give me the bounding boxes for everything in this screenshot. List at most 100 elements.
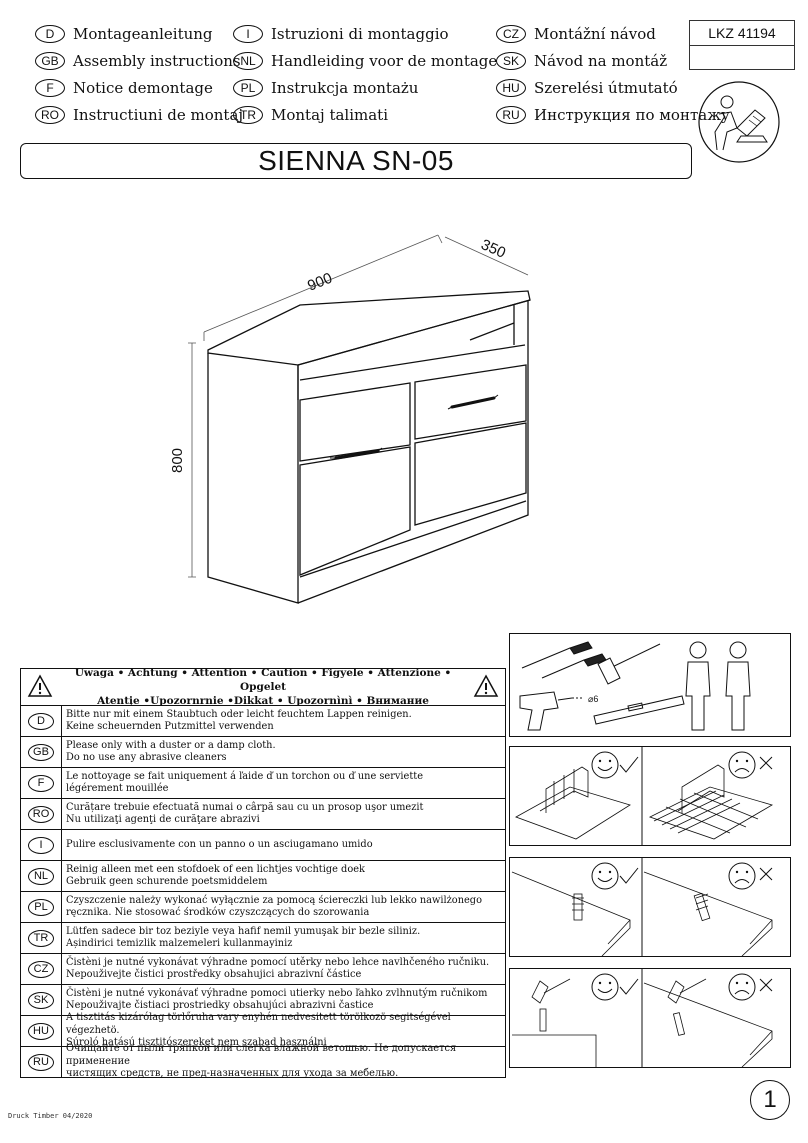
- warning-triangle-icon: [473, 674, 499, 697]
- read-manual-icon: [698, 81, 780, 163]
- warning-line-2: Do no use any abrasive cleaners: [66, 752, 227, 763]
- language-item-pl: PL Instrukcja montażu: [233, 74, 497, 101]
- warning-triangle-icon: [27, 674, 53, 697]
- language-label: Szerelési útmutató: [534, 78, 678, 97]
- language-code-badge: CZ: [496, 24, 526, 43]
- warning-line-2: Nepouživajte čistiaci prostriedky obsahu…: [66, 1000, 374, 1011]
- warning-code-cell: PL: [21, 892, 62, 922]
- reference-number: LKZ 41194: [690, 21, 794, 46]
- language-code-badge: NL: [233, 51, 263, 70]
- warning-line-1: Czyszczenie należy wykonać wyłącznie za …: [66, 894, 482, 906]
- cabinet-illustration: 900 350 800: [169, 234, 531, 604]
- warning-code-cell: NL: [21, 861, 62, 891]
- language-code-badge: RO: [28, 805, 54, 823]
- dimension-depth: 350: [478, 236, 508, 262]
- language-code-badge: TR: [233, 105, 263, 124]
- print-info: Druck Timber 04/2020: [8, 1112, 93, 1120]
- warning-line-2: Nepouživejte čistici prostředky obsahuji…: [66, 969, 362, 980]
- dimension-height: 800: [169, 448, 186, 473]
- warning-row-f: F Le nottoyage se fait uniquement á ľaide…: [21, 768, 505, 799]
- language-code-badge: I: [28, 836, 54, 854]
- language-code-badge: GB: [28, 743, 54, 761]
- language-code-badge: GB: [35, 51, 65, 70]
- drill-bit-label: ⌀6: [588, 694, 598, 704]
- language-label: Assembly instructions: [73, 51, 241, 70]
- language-code-badge: D: [35, 24, 65, 43]
- warning-line-1: Bitte nur mit einem Staubtuch oder leich…: [66, 708, 412, 720]
- language-label: Инструкция по монтажу: [534, 105, 730, 124]
- checkmark-icon: [619, 756, 639, 773]
- language-label: Montageanleitung: [73, 24, 213, 43]
- warning-line-1: A tisztitás kizárólag törlőruha vary eny…: [66, 1012, 451, 1036]
- warning-line-1: Очищайте от пыли тряпкой или слегка влаж…: [66, 1043, 457, 1067]
- floor-protection-panel: [509, 746, 791, 846]
- language-code-badge: I: [233, 24, 263, 43]
- warning-line-2: Nu utilizaţi agenţi de curăţare abrazivi: [66, 814, 260, 825]
- language-code-badge: NL: [28, 867, 54, 885]
- warning-code-cell: RO: [21, 799, 62, 829]
- warning-text: Lütfen sadece bir toz beziyle veya hafif…: [62, 923, 420, 953]
- tools-panel: ⌀6: [509, 633, 791, 737]
- language-label: Instrukcja montażu: [271, 78, 419, 97]
- language-item-gb: GB Assembly instructions: [35, 47, 243, 74]
- warning-line-1: Please only with a duster or a damp clot…: [66, 739, 276, 751]
- warning-row-gb: GB Please only with a duster or a damp cl…: [21, 737, 505, 768]
- language-code-badge: SK: [28, 991, 54, 1009]
- language-item-f: F Notice demontage: [35, 74, 243, 101]
- language-label: Istruzioni di montaggio: [271, 24, 449, 43]
- language-item-d: D Montageanleitung: [35, 20, 243, 47]
- product-title: SIENNA SN-05: [20, 143, 692, 179]
- warning-text: Reinig alleen met een stofdoek of een li…: [62, 861, 365, 891]
- language-label: Instructiuni de montaj: [73, 105, 244, 124]
- language-code-badge: D: [28, 712, 54, 730]
- language-label: Notice demontage: [73, 78, 213, 97]
- screwdriver-icon: [521, 647, 571, 669]
- warning-row-sk: SK Čistèni je nutné vykonávať výhradne po…: [21, 985, 505, 1016]
- warning-code-cell: SK: [21, 985, 62, 1015]
- warnings-heading-line2: Atentįe •Upozornrnie •Dikkat • Upozornìn…: [97, 695, 429, 707]
- language-item-ru: RU Инструкция по монтажу: [496, 101, 730, 128]
- warning-line-2: Keine scheuernden Putzmittel verwenden: [66, 721, 274, 732]
- language-code-badge: RU: [28, 1053, 54, 1071]
- warning-line-2: чистящих средств, не пред-назначенных дл…: [66, 1068, 399, 1080]
- warning-code-cell: CZ: [21, 954, 62, 984]
- language-code-badge: RO: [35, 105, 65, 124]
- warning-text: Bitte nur mit einem Staubtuch oder leich…: [62, 706, 412, 736]
- language-code-badge: RU: [496, 105, 526, 124]
- warning-line-1: Pulire esclusivamente con un panno o un …: [66, 838, 373, 850]
- warning-row-tr: TR Lütfen sadece bir toz beziyle veya haf…: [21, 923, 505, 954]
- warning-line-2: légérement mouillée: [66, 783, 169, 794]
- language-code-badge: TR: [28, 929, 54, 947]
- smiley-happy-icon: [591, 751, 619, 779]
- warning-code-cell: RU: [21, 1047, 62, 1077]
- warning-code-cell: HU: [21, 1016, 62, 1046]
- warning-row-cz: CZ Čistèni je nutné vykonávat výhradne po…: [21, 954, 505, 985]
- warning-text: Pulire esclusivamente con un panno o un …: [62, 830, 373, 860]
- warning-code-cell: D: [21, 706, 62, 736]
- language-code-badge: PL: [28, 898, 54, 916]
- language-code-badge: F: [35, 78, 65, 97]
- warning-row-i: I Pulire esclusivamente con un panno o un…: [21, 830, 505, 861]
- language-code-badge: F: [28, 774, 54, 792]
- warning-text: Čistèni je nutné vykonávat výhradne pomo…: [62, 954, 489, 984]
- warning-line-1: Čistèni je nutné vykonávat výhradne pomo…: [66, 956, 490, 968]
- language-code-badge: CZ: [28, 960, 54, 978]
- language-item-i: I Istruzioni di montaggio: [233, 20, 497, 47]
- warning-line-1: Čistèni je nutné vykonávať výhradne pomo…: [66, 987, 488, 999]
- dimension-width: 900: [305, 270, 335, 295]
- warning-text: A tisztitás kizárólag törlőruha vary eny…: [62, 1012, 505, 1048]
- reference-box: LKZ 41194: [689, 20, 795, 70]
- warning-text: Le nottoyage se fait uniquement á ľaide …: [62, 768, 423, 798]
- warning-code-cell: GB: [21, 737, 62, 767]
- language-code-badge: PL: [233, 78, 263, 97]
- warnings-header: Uwaga • Achtung • Attention • Caution • …: [21, 667, 505, 707]
- warning-line-1: Lütfen sadece bir toz beziyle veya hafif…: [66, 925, 421, 937]
- warnings-heading-line1: Uwaga • Achtung • Attention • Caution • …: [74, 667, 452, 693]
